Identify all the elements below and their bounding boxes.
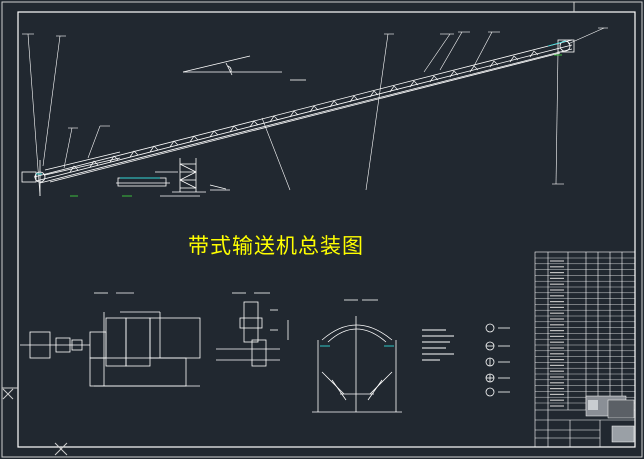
idler-cross-section — [312, 299, 402, 413]
symbol-legend — [485, 323, 510, 397]
parts-list-rows — [535, 257, 635, 407]
leader-lines — [22, 27, 608, 197]
drawing-title: 带式输送机总装图 — [188, 234, 364, 258]
support-tower — [172, 158, 206, 193]
elevation-highlights — [36, 40, 567, 179]
technical-notes-block — [422, 329, 454, 361]
drive-unit-view — [20, 292, 201, 387]
conveyor-elevation-view — [21, 39, 575, 197]
sheet-inner-border — [17, 11, 636, 448]
corner-cross-marks — [2, 388, 68, 456]
pulley-side-view — [216, 292, 289, 367]
parts-list-table — [534, 251, 636, 448]
idler-marks — [69, 50, 539, 173]
green-accents — [70, 54, 562, 197]
title-block-stamp — [585, 395, 635, 443]
